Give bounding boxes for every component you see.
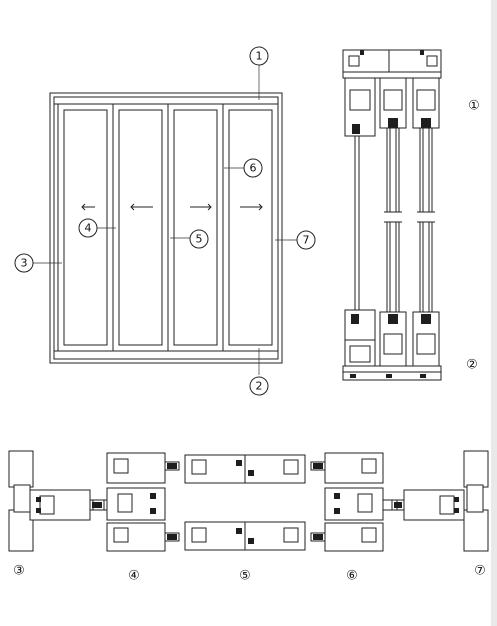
callout-7-label: 7	[303, 234, 310, 247]
glass-channels	[354, 127, 435, 313]
callout-7: 7	[296, 230, 316, 250]
callout-4-label: 4	[85, 222, 92, 235]
section-label-4: ④	[128, 569, 140, 584]
sash-bottom-profiles	[344, 309, 440, 371]
callout-3: 3	[14, 253, 34, 273]
vertical-section	[342, 49, 442, 381]
section-label-6: ⑥	[346, 569, 358, 584]
callout-6-label: 6	[250, 162, 257, 175]
callout-2: 2	[249, 376, 269, 396]
section-4-interlock	[92, 452, 180, 552]
arrow-right-3	[190, 203, 212, 211]
callout-3-label: 3	[21, 257, 28, 270]
panel-4	[222, 103, 279, 352]
panel-3	[167, 103, 224, 352]
arrow-left-2	[130, 203, 153, 211]
elevation-view: 1 2 3 4 5 6 7	[14, 46, 316, 396]
section-label-3: ③	[13, 564, 25, 579]
arrow-right-4	[240, 203, 263, 211]
callout-1-label: 1	[256, 50, 263, 63]
section-label-5: ⑤	[239, 569, 251, 584]
callout-5: 5	[189, 229, 209, 249]
callout-2-label: 2	[256, 380, 263, 393]
section-6-interlock	[310, 452, 398, 552]
sill-frame-profile	[342, 365, 442, 381]
section-label-7: ⑦	[474, 564, 486, 579]
section-label-1: ①	[468, 99, 480, 114]
callout-1: 1	[249, 46, 269, 66]
section-3-jamb	[8, 450, 105, 552]
panel-2	[112, 103, 169, 352]
callout-5-label: 5	[196, 233, 203, 246]
section-7-jamb	[391, 450, 489, 552]
panel-3-glass	[173, 109, 218, 346]
callout-6: 6	[243, 158, 263, 178]
panel-2-glass	[118, 109, 163, 346]
page-edge-strip	[491, 0, 497, 626]
outer-frame	[49, 92, 283, 364]
head-frame-profile	[342, 49, 442, 79]
section-label-2: ②	[466, 358, 478, 373]
sash-top-profiles	[344, 77, 440, 137]
callout-4: 4	[78, 218, 98, 238]
panel-1-glass	[63, 109, 108, 346]
section-5-meeting-stiles	[184, 454, 306, 551]
panel-4-glass	[228, 109, 273, 346]
arrow-left-1	[81, 203, 95, 211]
